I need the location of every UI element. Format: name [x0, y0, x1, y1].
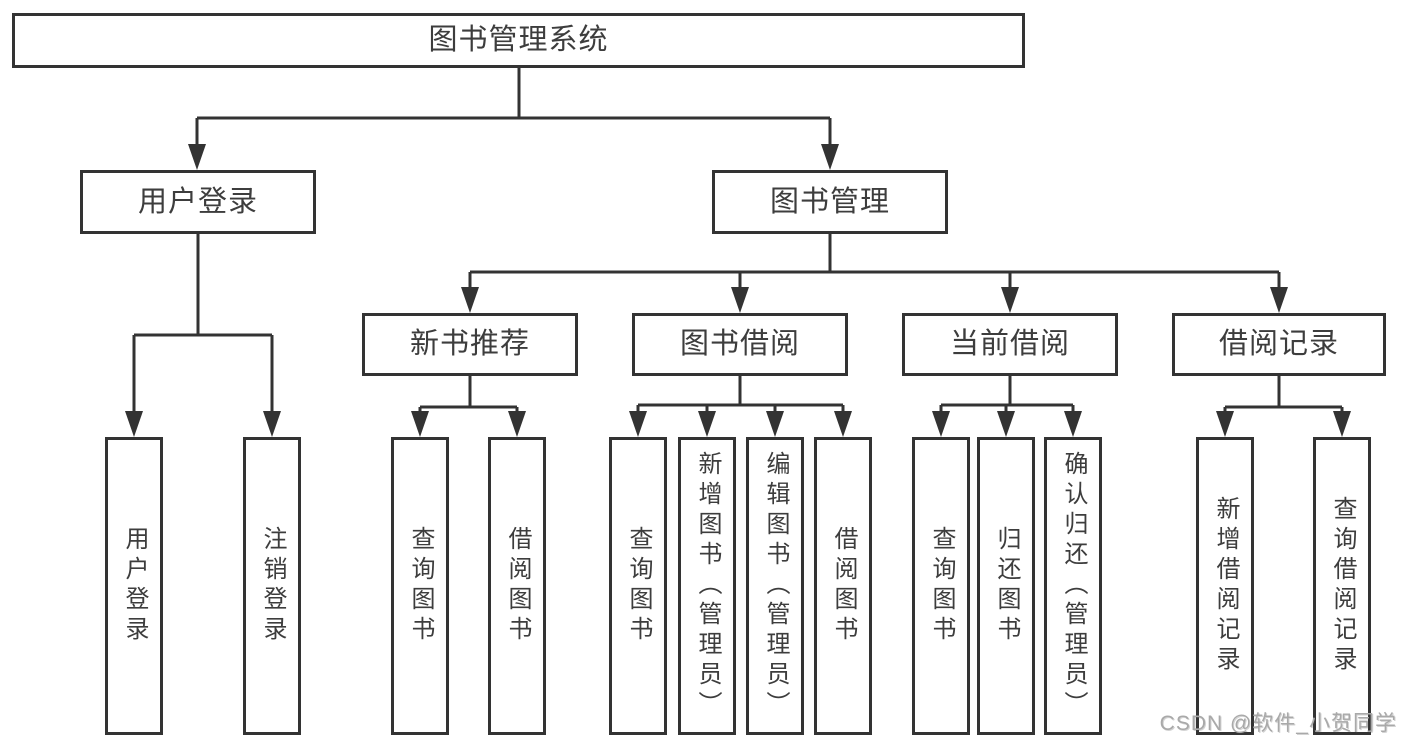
- node-current-borrowing: 当前借阅: [902, 313, 1118, 376]
- node-library-management-system: 图书管理系统: [12, 13, 1025, 68]
- leaf-label: 查询图书: [928, 526, 955, 646]
- connector-new-book-to-leaves: [411, 376, 526, 437]
- leaf-label: 查询图书: [407, 526, 434, 646]
- leaf-label: 借阅图书: [504, 526, 531, 646]
- connector-book-management-to-level3: [461, 234, 1288, 313]
- node-book-management: 图书管理: [712, 170, 948, 234]
- leaf-query-books-recommend: 查询图书: [391, 437, 449, 735]
- leaf-query-books-borrowing: 查询图书: [609, 437, 667, 735]
- leaf-borrow-books: 借阅图书: [814, 437, 872, 735]
- connector-book-borrowing-to-leaves: [629, 376, 852, 437]
- leaf-add-borrowing-record: 新增借阅记录: [1196, 437, 1254, 735]
- connector-root-to-level2: [188, 67, 839, 170]
- connector-current-borrowing-to-leaves: [932, 376, 1082, 437]
- leaf-edit-books-admin: 编辑图书（管理员）: [746, 437, 804, 735]
- leaf-label: 新增图书（管理员）: [694, 451, 721, 721]
- leaf-label: 新增借阅记录: [1212, 496, 1239, 676]
- leaf-label: 查询图书: [625, 526, 652, 646]
- leaf-query-borrowing-record: 查询借阅记录: [1313, 437, 1371, 735]
- node-new-book-recommendation: 新书推荐: [362, 313, 578, 376]
- node-book-borrowing: 图书借阅: [632, 313, 848, 376]
- leaf-label: 确认归还（管理员）: [1060, 451, 1087, 721]
- node-user-login: 用户登录: [80, 170, 316, 234]
- connector-user-login-to-leaves: [125, 234, 281, 437]
- leaf-label: 注销登录: [259, 526, 286, 646]
- leaf-confirm-return-admin: 确认归还（管理员）: [1044, 437, 1102, 735]
- leaf-query-books-current: 查询图书: [912, 437, 970, 735]
- leaf-borrow-books-recommend: 借阅图书: [488, 437, 546, 735]
- leaf-user-login: 用户登录: [105, 437, 163, 735]
- leaf-label: 编辑图书（管理员）: [762, 451, 789, 721]
- leaf-logout: 注销登录: [243, 437, 301, 735]
- connector-borrowing-records-to-leaves: [1216, 376, 1351, 437]
- leaf-label: 归还图书: [993, 526, 1020, 646]
- node-borrowing-records: 借阅记录: [1172, 313, 1386, 376]
- leaf-label: 借阅图书: [830, 526, 857, 646]
- csdn-watermark: CSDN @软件_小贺同学: [1159, 712, 1397, 735]
- leaf-label: 用户登录: [121, 526, 148, 646]
- leaf-label: 查询借阅记录: [1329, 496, 1356, 676]
- leaf-add-books-admin: 新增图书（管理员）: [678, 437, 736, 735]
- leaf-return-books: 归还图书: [977, 437, 1035, 735]
